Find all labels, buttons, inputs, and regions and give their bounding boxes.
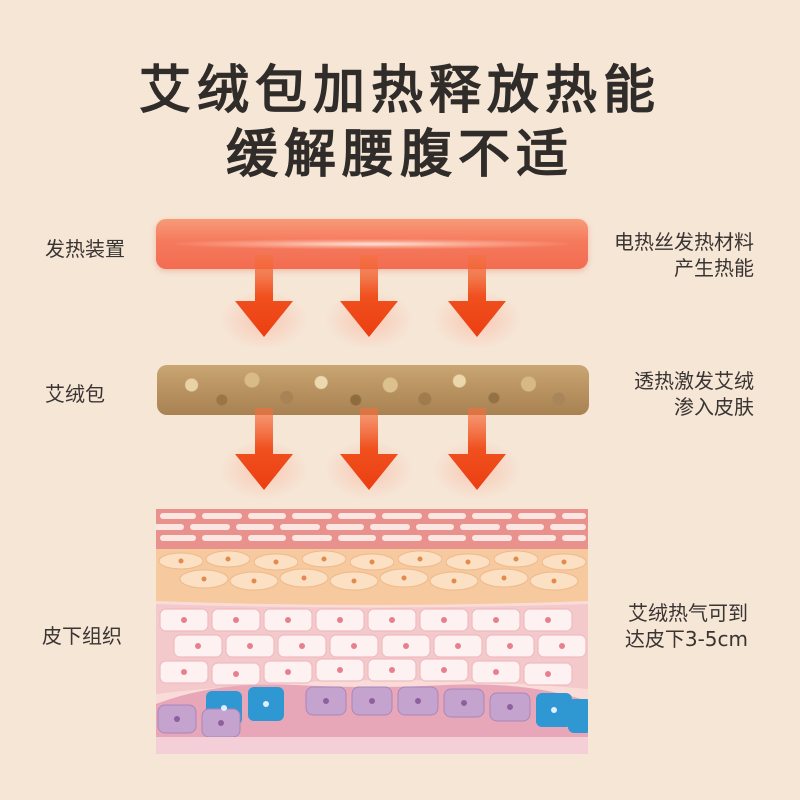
- moxa-pack-bar: [157, 365, 589, 415]
- heat-arrow-icon: [448, 255, 506, 337]
- heater-description-line-2: 产生热能: [674, 256, 754, 280]
- title-line-2: 缓解腰腹不适: [225, 125, 574, 185]
- moxa-description: 透热激发艾绒 渗入皮肤: [634, 368, 754, 420]
- heater-description-line-1: 电热丝发热材料: [614, 230, 754, 254]
- heat-arrow-icon: [235, 255, 293, 337]
- heat-arrow-icon: [340, 255, 398, 337]
- title-line-1: 艾绒包加热释放热能: [138, 61, 661, 121]
- heater-description: 电热丝发热材料 产生热能: [614, 229, 754, 281]
- heat-arrow-icon: [235, 408, 293, 490]
- heat-arrow-icon: [448, 408, 506, 490]
- tissue-description: 艾绒热气可到 达皮下3-5cm: [625, 600, 748, 652]
- heater-label: 发热装置: [45, 237, 125, 261]
- tissue-description-line-1: 艾绒热气可到: [628, 601, 748, 625]
- tissue-description-line-2: 达皮下3-5cm: [624, 627, 748, 651]
- tissue-label: 皮下组织: [42, 624, 122, 648]
- moxa-description-line-1: 透热激发艾绒: [634, 369, 754, 393]
- moxa-label: 艾绒包: [45, 382, 105, 406]
- skin-tissue-illustration: [156, 509, 588, 754]
- heat-arrow-icon: [340, 408, 398, 490]
- moxa-description-line-2: 渗入皮肤: [674, 395, 754, 419]
